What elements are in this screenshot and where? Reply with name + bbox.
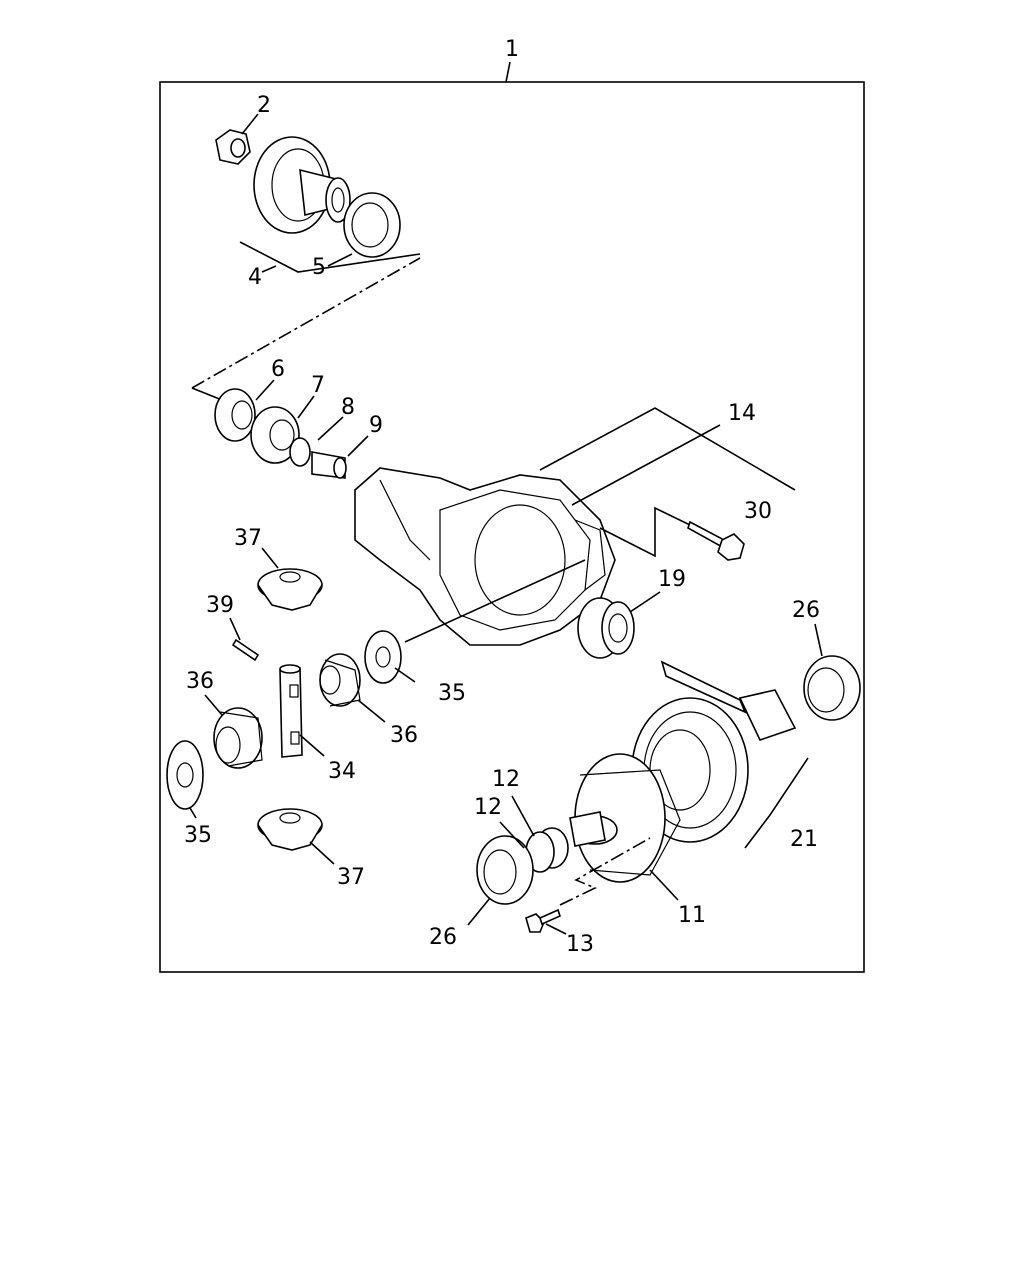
- companion-flange-part[interactable]: [253, 136, 351, 234]
- callout-36-right: 36: [390, 723, 418, 748]
- side-gear-37-bottom-part[interactable]: [257, 808, 323, 851]
- oil-seal-part[interactable]: [343, 192, 401, 258]
- callout-26-right: 26: [792, 598, 820, 623]
- callout-19: 19: [658, 567, 686, 592]
- callout-4: 4: [248, 265, 262, 290]
- spacer-9-part[interactable]: [311, 451, 347, 479]
- bolt-30-part[interactable]: [687, 520, 745, 561]
- callout-34: 34: [328, 759, 356, 784]
- callout-37-top: 37: [234, 526, 262, 551]
- callout-35-right: 35: [438, 681, 466, 706]
- bearing-26-left-part[interactable]: [476, 835, 534, 905]
- differential-case-11-part[interactable]: [569, 753, 681, 883]
- callout-2: 2: [257, 93, 271, 118]
- callout-21: 21: [790, 827, 818, 852]
- bearing-6-part[interactable]: [214, 388, 256, 442]
- callout-6: 6: [271, 357, 285, 382]
- bearing-26-right-part[interactable]: [803, 655, 861, 721]
- callout-1: 1: [505, 37, 519, 62]
- callout-26-left: 26: [429, 925, 457, 950]
- side-gear-37-top-part[interactable]: [257, 568, 323, 611]
- callout-11: 11: [678, 903, 706, 928]
- callout-35-left: 35: [184, 823, 212, 848]
- shim-8-part[interactable]: [289, 437, 311, 467]
- thrust-washer-35-left-part[interactable]: [166, 740, 204, 810]
- flange-nut-part[interactable]: [215, 129, 251, 165]
- thrust-washer-35-right-part[interactable]: [364, 630, 402, 684]
- pinion-gear-36-left-part[interactable]: [213, 707, 263, 769]
- callout-7: 7: [311, 373, 325, 398]
- pin-39-part[interactable]: [231, 638, 260, 662]
- callout-36-left: 36: [186, 669, 214, 694]
- leader-lines: [189, 113, 823, 935]
- pinion-gear-36-right-part[interactable]: [319, 653, 361, 707]
- callout-5: 5: [312, 255, 326, 280]
- callout-9: 9: [369, 413, 383, 438]
- callout-14: 14: [728, 401, 756, 426]
- callout-8: 8: [341, 395, 355, 420]
- bearing-19-part[interactable]: [577, 597, 635, 659]
- carrier-housing-part[interactable]: [354, 467, 616, 646]
- bearing-7-part[interactable]: [250, 406, 300, 464]
- callout-12-upper: 12: [492, 767, 520, 792]
- callout-12-lower: 12: [474, 795, 502, 820]
- callout-39: 39: [206, 593, 234, 618]
- callout-30: 30: [744, 499, 772, 524]
- callout-13: 13: [566, 932, 594, 957]
- callout-37-bottom: 37: [337, 865, 365, 890]
- bolt-13-part[interactable]: [525, 908, 561, 933]
- pinion-shaft-34-part[interactable]: [279, 664, 303, 758]
- assembly-frame: [159, 81, 865, 973]
